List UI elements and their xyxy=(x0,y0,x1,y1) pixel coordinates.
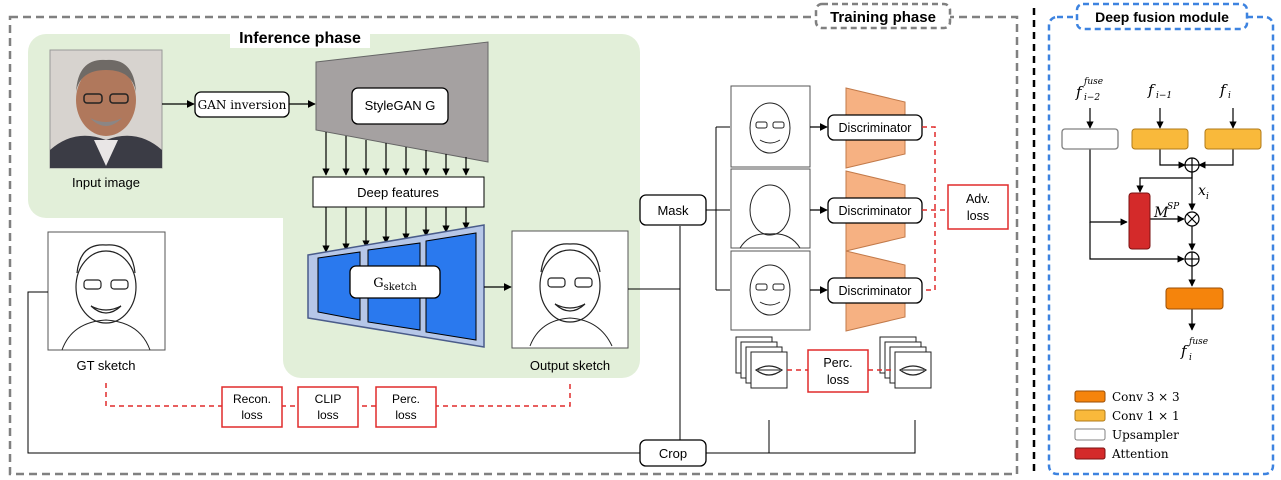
discriminator-label-3: Discriminator xyxy=(839,284,912,298)
legend-label-upsampler: Upsampler xyxy=(1112,428,1179,442)
fusion-input-fuse-sup: fuse xyxy=(1083,77,1103,87)
legend-label-conv3x3: Conv 3 × 3 xyxy=(1112,390,1180,404)
arrows-to-discriminators xyxy=(810,123,828,294)
fusion-input-fuse-label: f xyxy=(1075,83,1084,101)
perc-loss-right-box xyxy=(807,349,869,393)
perc-loss-right-line1: Perc. xyxy=(823,356,852,370)
adv-loss-box xyxy=(947,184,1009,230)
gsketch-block-1 xyxy=(317,251,361,321)
feature-arrows-top xyxy=(322,132,470,176)
fusion-legend: Conv 3 × 3 Conv 1 × 1 Upsampler Attentio… xyxy=(1074,390,1180,461)
mask-branch-lines xyxy=(706,126,730,291)
fusion-input-cur-sub: i xyxy=(1228,91,1231,101)
perc-loss-bottom-line2: loss xyxy=(395,408,416,422)
clip-loss-line1: CLIP xyxy=(315,392,342,406)
legend-swatch-conv3x3 xyxy=(1074,390,1106,403)
fusion-arrows xyxy=(1086,108,1237,331)
gsketch-label: Gsketch xyxy=(373,276,417,293)
fusion-output-label: f xyxy=(1180,342,1189,360)
sketch-variant-masked-bg xyxy=(730,250,811,331)
perc-loss-bottom-line1: Perc. xyxy=(392,392,420,406)
fusion-m-label: M xyxy=(1153,205,1169,221)
clip-loss-box xyxy=(297,386,359,428)
crop-connections xyxy=(27,226,916,454)
fusion-conv1x1-block-cur xyxy=(1204,128,1262,150)
fusion-attention-block xyxy=(1128,192,1151,250)
adv-loss-dashed-line xyxy=(922,126,947,291)
legend-label-conv1x1: Conv 1 × 1 xyxy=(1112,409,1180,423)
fusion-output-sub: i xyxy=(1189,353,1192,363)
recon-loss-line1: Recon. xyxy=(233,392,271,406)
legend-swatch-upsampler xyxy=(1074,428,1106,441)
fusion-multiply-node xyxy=(1184,211,1200,227)
crop-patches-right xyxy=(879,336,932,389)
mask-label: Mask xyxy=(657,203,689,218)
output-sketch-image xyxy=(511,230,629,349)
perc-loss-bottom-box xyxy=(375,386,437,428)
recon-loss-line2: loss xyxy=(241,408,262,422)
training-phase-frame xyxy=(8,15,1019,476)
gt-sketch-label: GT sketch xyxy=(76,358,135,373)
sketch-variant-masked-face xyxy=(730,168,811,249)
inference-phase-title-box xyxy=(230,26,370,48)
fusion-conv3x3-block xyxy=(1165,287,1224,310)
legend-label-attention: Attention xyxy=(1111,447,1169,461)
input-image xyxy=(49,49,163,169)
fusion-input-cur-label: f xyxy=(1219,81,1228,99)
perc-loss-right-line2: loss xyxy=(827,373,849,387)
crop-patches-left xyxy=(735,336,788,389)
fusion-output-sup: fuse xyxy=(1188,337,1208,347)
sketch-variant-full xyxy=(730,85,811,168)
fusion-module-title: Deep fusion module xyxy=(1095,9,1229,25)
input-image-label: Input image xyxy=(72,175,140,190)
fusion-input-prev-sub: i−1 xyxy=(1156,91,1172,101)
legend-swatch-conv1x1 xyxy=(1074,409,1106,422)
fusion-conv1x1-block-prev xyxy=(1131,128,1189,150)
recon-loss-box xyxy=(221,386,283,428)
gan-inversion-label: GAN inversion xyxy=(198,98,287,112)
feature-arrows-bottom xyxy=(322,207,470,253)
adv-loss-line2: loss xyxy=(967,209,989,223)
fusion-input-prev-label: f xyxy=(1147,81,1156,99)
fusion-module-frame xyxy=(1047,15,1275,476)
crop-box xyxy=(639,439,707,467)
output-sketch-label: Output sketch xyxy=(530,358,610,373)
inference-phase-title: Inference phase xyxy=(239,30,361,47)
stylegan-box xyxy=(351,87,449,125)
fusion-upsampler-block xyxy=(1061,128,1119,150)
discriminator-label-1: Discriminator xyxy=(839,121,912,135)
fusion-x-label: x xyxy=(1198,183,1206,199)
training-phase-title-box xyxy=(814,2,952,30)
training-phase-title: Training phase xyxy=(830,9,936,26)
deep-features-box xyxy=(312,176,485,208)
fusion-add-node-2 xyxy=(1184,251,1200,267)
fusion-m-sup: SP xyxy=(1167,202,1180,212)
fusion-module-title-box xyxy=(1075,2,1249,31)
stylegan-label: StyleGAN G xyxy=(365,98,436,113)
discriminator-box-3 xyxy=(827,277,923,304)
adv-loss-line1: Adv. xyxy=(966,192,990,206)
fusion-x-sub: i xyxy=(1206,192,1209,202)
fusion-add-node-1 xyxy=(1184,157,1200,173)
legend-swatch-attention xyxy=(1074,447,1106,460)
gsketch-block-3 xyxy=(425,232,477,341)
fusion-input-fuse-sub: i−2 xyxy=(1084,93,1100,103)
deep-features-label: Deep features xyxy=(357,185,439,200)
gsketch-box xyxy=(349,265,441,299)
discriminator-label-2: Discriminator xyxy=(839,204,912,218)
crop-label: Crop xyxy=(659,446,687,461)
gt-sketch-image xyxy=(47,231,166,351)
clip-loss-line2: loss xyxy=(317,408,338,422)
